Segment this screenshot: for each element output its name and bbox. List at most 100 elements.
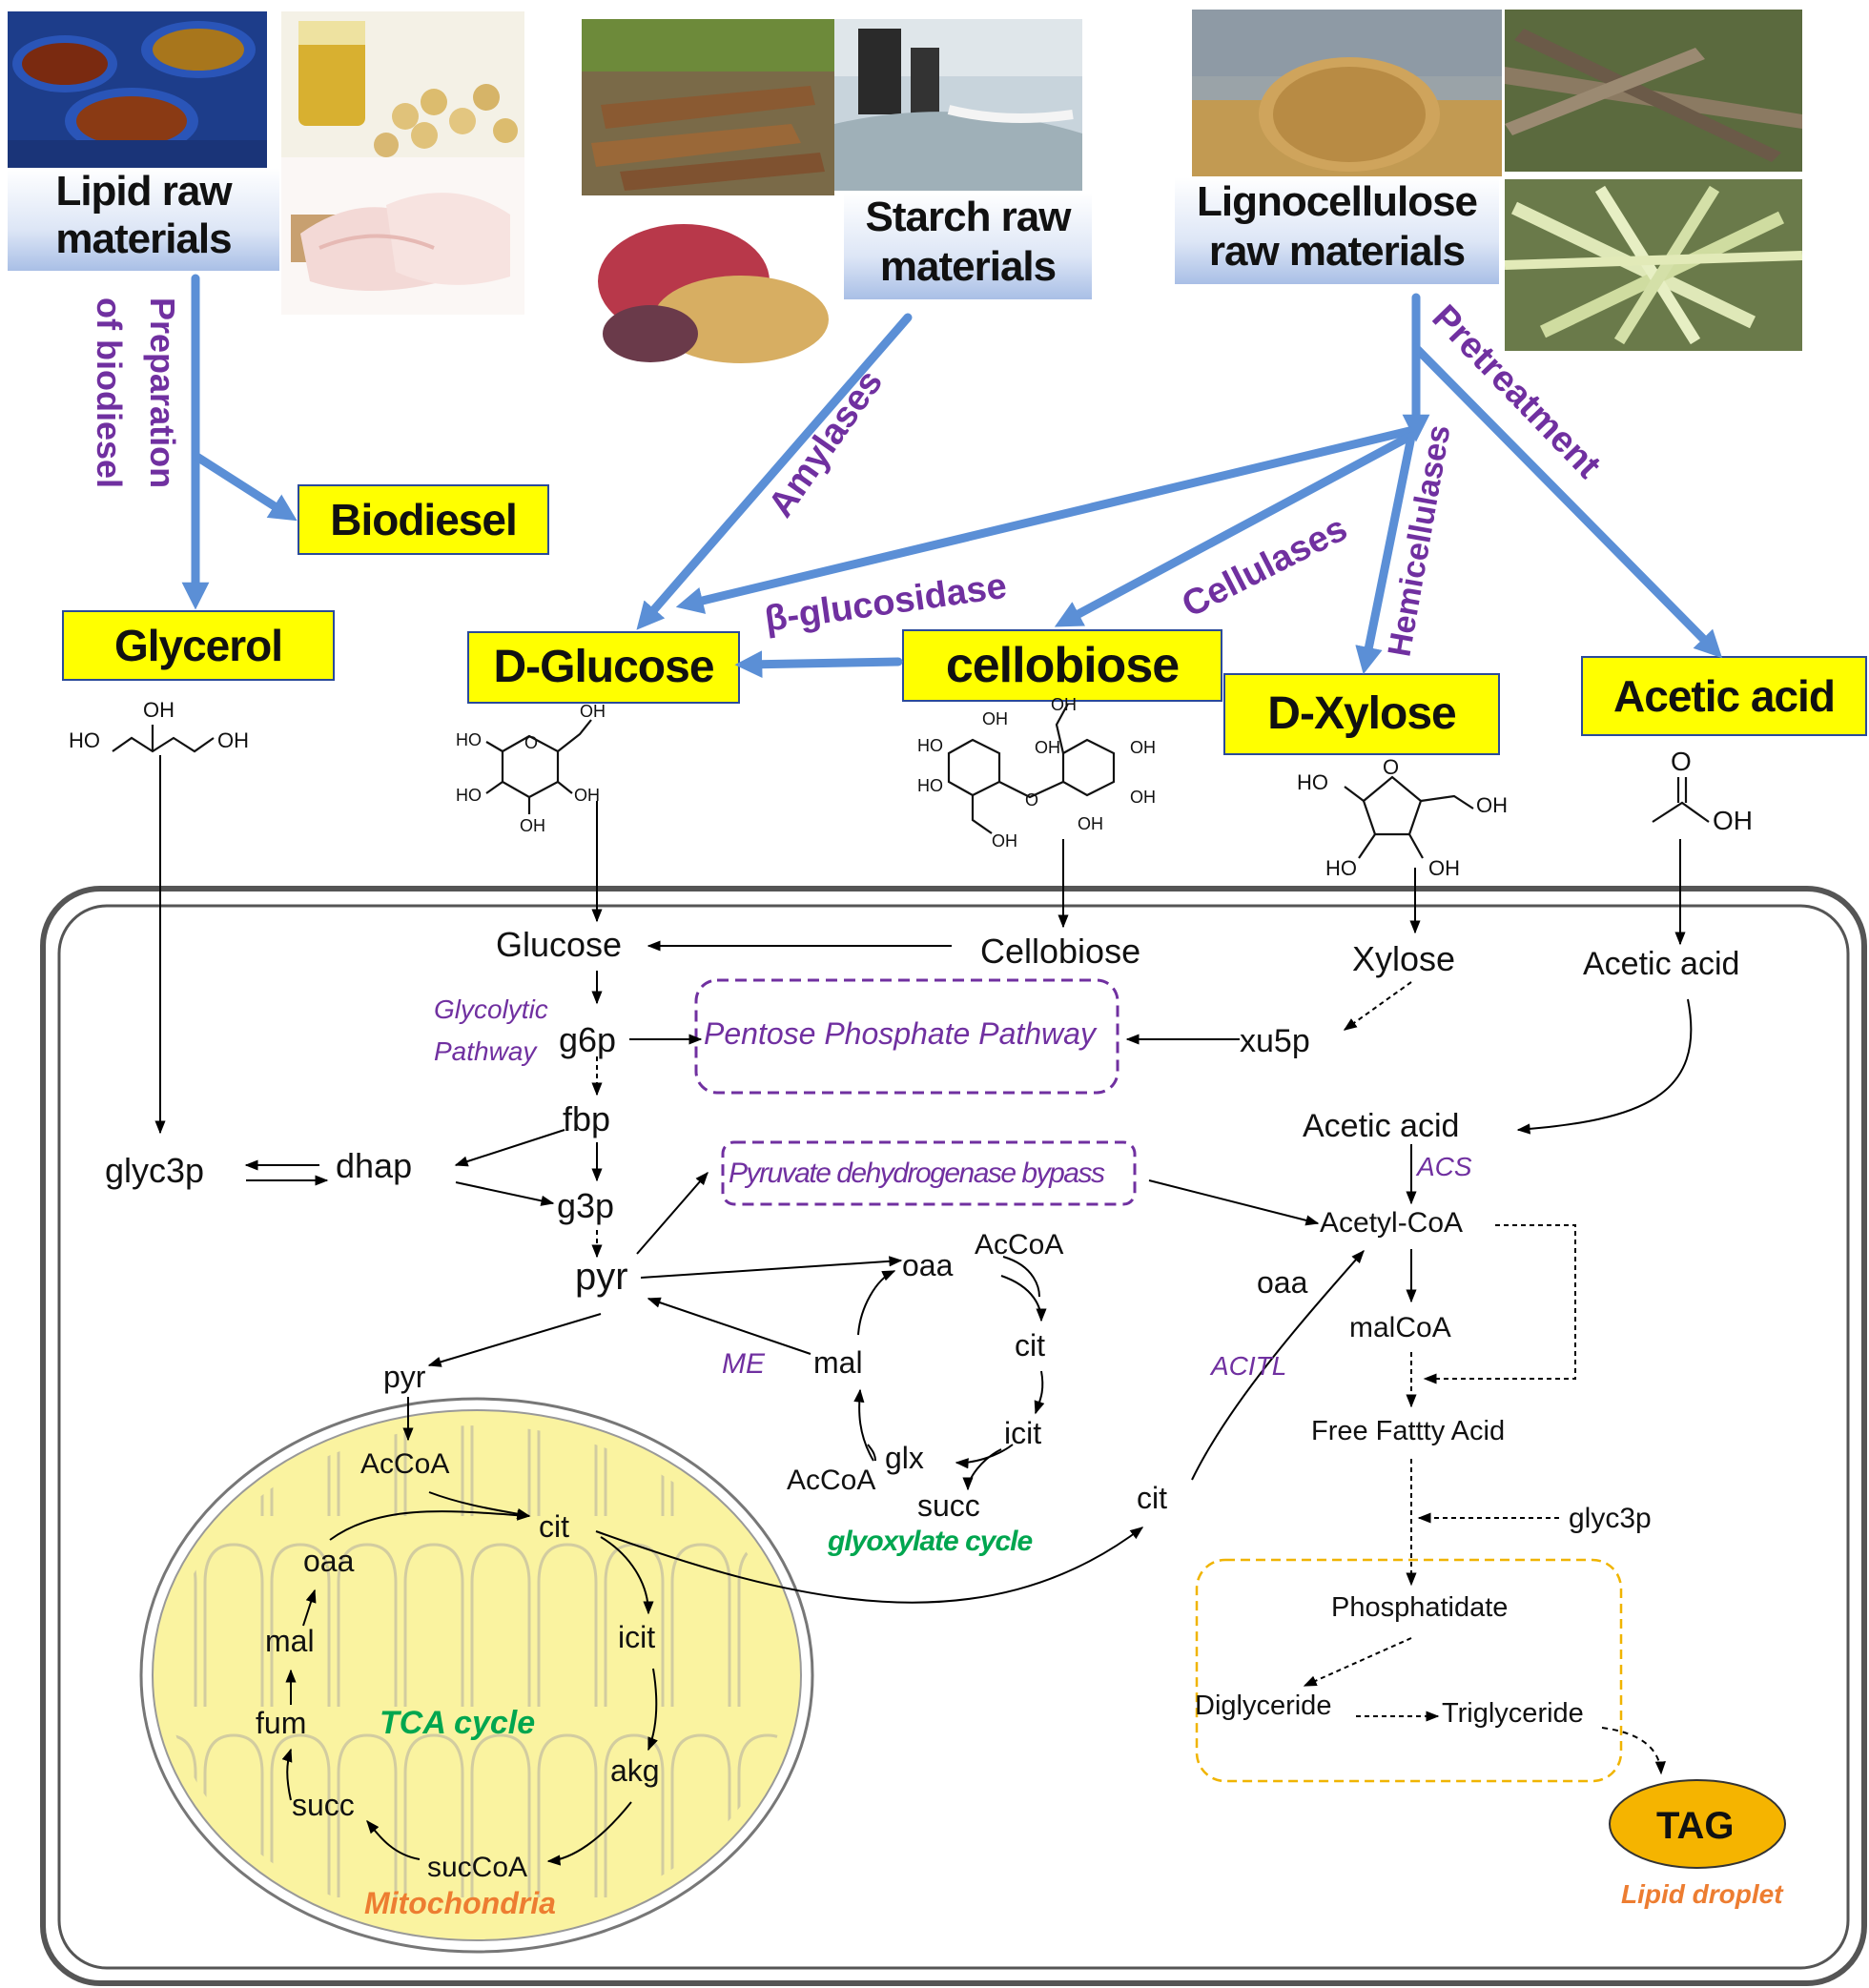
- fbp-to-dhap-arrow: [454, 1129, 565, 1167]
- xylose-to-xu5p-arrow: [1343, 981, 1412, 1031]
- cellobiose-ho-2: HO: [917, 776, 943, 795]
- d-glucose-text: D-Glucose: [493, 642, 714, 692]
- lipid-label-line1: Lipid raw: [55, 168, 232, 215]
- glyox-arrow-accoa-in: [1002, 1256, 1040, 1298]
- cellulases-label: Cellulases: [1176, 508, 1354, 625]
- amylases-label: Amylases: [761, 363, 891, 524]
- cit-to-cytosol-arrow: [595, 1527, 1144, 1604]
- biodiesel-text: Biodiesel: [330, 495, 518, 544]
- triglyceride-label: Triglyceride: [1442, 1698, 1584, 1729]
- triglyceride-to-tag-arrow: [1601, 1727, 1666, 1775]
- starch-raw-materials-label: Starch raw materials: [844, 193, 1092, 299]
- tca-cycle-labels: pyr AcCoA cit icit akg sucCoA succ fum m…: [256, 1360, 660, 1883]
- phosphatidate-to-diglyceride-arrow: [1303, 1637, 1412, 1687]
- glyox-mal: mal: [813, 1345, 863, 1380]
- lignocellulose-raw-materials-label: Lignocellulose raw materials: [1175, 177, 1499, 284]
- cell-membrane-outer: [40, 886, 1867, 1986]
- tca-oaa: oaa: [303, 1544, 355, 1578]
- glycolytic-label-line1: Glycolytic: [434, 994, 548, 1024]
- chemical-structures: [112, 703, 1710, 859]
- hay-bale-photo: [1192, 10, 1502, 176]
- tca-mal-to-oaa: [302, 1588, 317, 1627]
- oaa-right-label: oaa: [1257, 1265, 1308, 1300]
- glyox-accoa-top: AcCoA: [975, 1229, 1063, 1260]
- cellobiose-o-bridge: O: [1025, 790, 1038, 810]
- tca-cit-to-icit: [600, 1536, 654, 1615]
- pdh-bypass-box: [721, 1140, 1137, 1206]
- glyox-arrow-succ-out: [962, 1448, 1002, 1491]
- d-xylose-box: D-Xylose: [1223, 673, 1500, 755]
- glyox-arrow-glx-mal: [853, 1388, 874, 1462]
- cellobiose-label: Cellobiose: [980, 932, 1140, 971]
- xylose-oh-bottom: OH: [1428, 856, 1460, 880]
- pyr-to-pdh-arrow: [636, 1171, 709, 1255]
- phosphatidate-label: Phosphatidate: [1331, 1592, 1508, 1623]
- acitl-label: ACITL: [1209, 1351, 1286, 1381]
- glycerol-text: Glycerol: [113, 621, 283, 670]
- d-xylose-text: D-Xylose: [1267, 688, 1456, 739]
- cassava-photo: [582, 19, 834, 195]
- dhap-label: dhap: [336, 1146, 412, 1185]
- cellobiose-oh-1: OH: [1051, 695, 1077, 714]
- xu5p-label: xu5p: [1240, 1023, 1310, 1059]
- straw-stalks-photo: [1505, 179, 1802, 351]
- ligno-label-line2: raw materials: [1208, 228, 1466, 275]
- glyox-succ: succ: [917, 1488, 980, 1523]
- starch-to-glucose-arrow: [636, 313, 913, 630]
- tag-synthesis-box: [1195, 1558, 1623, 1783]
- acetic-acid-structure: [1652, 777, 1710, 823]
- acs-label: ACS: [1415, 1152, 1472, 1181]
- lipid-droplet-label: Lipid droplet: [1621, 1879, 1784, 1909]
- glyox-cit: cit: [1015, 1328, 1045, 1363]
- cellobiose-box: cellobiose: [902, 629, 1222, 702]
- tca-succ-to-fum: [281, 1748, 293, 1801]
- acetic-outer-label: Acetic acid: [1583, 946, 1739, 982]
- glyoxylate-cycle-label: glyoxylate cycle: [827, 1526, 1032, 1557]
- tca-accoa: AcCoA: [360, 1448, 449, 1480]
- process-arrows: [181, 274, 1723, 679]
- glucose-structure: [485, 719, 592, 814]
- xylose-label: Xylose: [1352, 939, 1455, 978]
- metabolite-labels: Glucose Cellobiose Xylose Acetic acid g6…: [105, 925, 1739, 1847]
- glyox-icit: icit: [1004, 1416, 1041, 1450]
- cellobiose-oh-5: OH: [1130, 788, 1156, 807]
- cellobiose-structure: [947, 703, 1116, 834]
- mitochondrion-cristae: [167, 1425, 787, 1925]
- wood-logs-photo: [1505, 10, 1802, 172]
- xylose-ho-left: HO: [1297, 770, 1328, 794]
- glyox-arrow-mal-oaa: [857, 1270, 896, 1336]
- biodiesel-box: Biodiesel: [298, 484, 549, 555]
- acetic-oh: OH: [1713, 806, 1753, 835]
- glycerol-oh-top: OH: [143, 698, 175, 722]
- cellobiose-oh-4: OH: [1130, 738, 1156, 757]
- mitochondria-label: Mitochondria: [364, 1886, 556, 1920]
- pdh-bypass-label: Pyruvate dehydrogenase bypass: [729, 1158, 1105, 1189]
- glucose-label: Glucose: [496, 925, 622, 964]
- cellobiose-oh-7: OH: [992, 831, 1017, 851]
- glucose-ho-2: HO: [456, 786, 482, 805]
- g6p-label: g6p: [559, 1020, 616, 1059]
- cellobiose-oh-6: OH: [1078, 814, 1103, 833]
- tca-cycle-label: TCA cycle: [380, 1705, 535, 1741]
- me-label: ME: [722, 1348, 766, 1380]
- cit-to-acetylcoa-arrow: [1191, 1249, 1365, 1481]
- glycerol-box: Glycerol: [62, 610, 335, 681]
- fbp-label: fbp: [563, 1099, 610, 1138]
- ligno-to-glucose-arrow: [675, 426, 1414, 614]
- cellobiose-ho-1: HO: [917, 736, 943, 755]
- cit-right-label: cit: [1137, 1481, 1167, 1515]
- tca-oaa-to-cit: [329, 1509, 531, 1541]
- starch-factory-photo: [834, 19, 1082, 191]
- of-biodiesel-label: of biodiesel: [90, 297, 129, 488]
- starch-label-line1: Starch raw: [865, 194, 1072, 240]
- acetic-acid-box: Acetic acid: [1581, 656, 1867, 736]
- d-glucose-box: D-Glucose: [467, 631, 740, 704]
- ligno-label-line1: Lignocellulose: [1196, 178, 1478, 225]
- ppp-label: Pentose Phosphate Pathway: [704, 1016, 1098, 1051]
- lipid-to-biodiesel-arrow: [191, 451, 298, 522]
- cellobiose-oh-2: OH: [982, 709, 1008, 728]
- cellulases-arrow: [1054, 432, 1414, 627]
- glucose-oh-right: OH: [574, 786, 600, 805]
- xylose-oh-right: OH: [1476, 793, 1508, 817]
